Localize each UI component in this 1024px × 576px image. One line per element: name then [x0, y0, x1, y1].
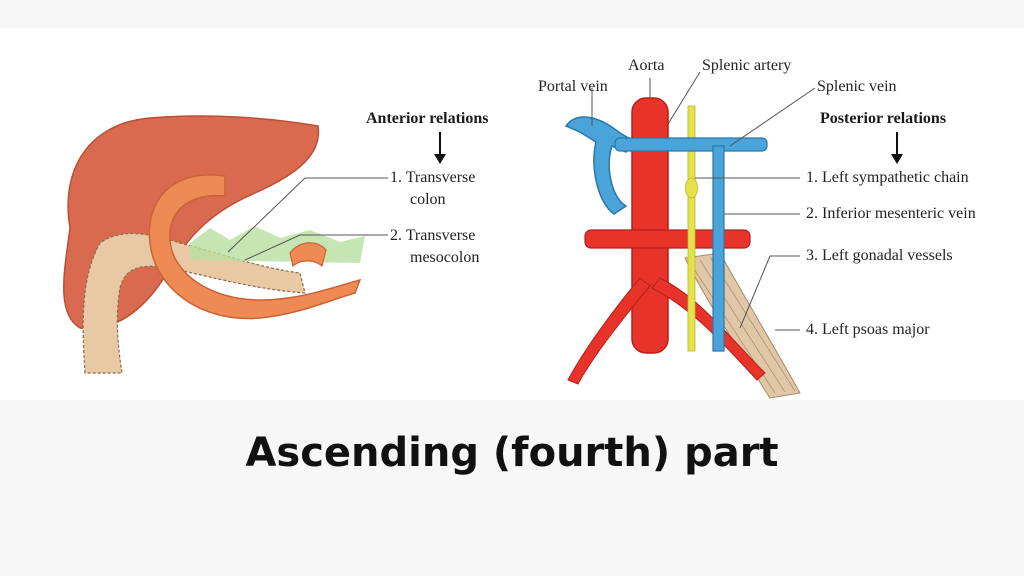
- inferior-mesenteric-vein-shape: [712, 145, 725, 352]
- anterior-item-2: 2. Transverse mesocolon: [390, 227, 480, 266]
- colon-end: [289, 242, 327, 268]
- aorta-label: Aorta: [628, 57, 665, 74]
- duodenum-shape: [82, 233, 306, 374]
- anterior-item-1: 1. Transverse colon: [390, 169, 476, 208]
- aorta-shape: [631, 97, 669, 354]
- left-iliac-shape: [567, 277, 651, 385]
- mesocolon-shape: [190, 226, 365, 263]
- slide-caption: Ascending (fourth) part: [245, 430, 779, 476]
- transverse-colon-shape: [148, 174, 362, 320]
- posterior-arrow-head: [891, 154, 903, 164]
- anterior-arrow-head: [434, 154, 446, 164]
- posterior-item-3: 3. Left gonadal vessels: [806, 247, 953, 264]
- splenic-artery-label: Splenic artery: [702, 57, 792, 74]
- anatomy-diagram: [63, 71, 903, 399]
- splenic-vein-shape: [614, 137, 768, 152]
- posterior-item-2: 2. Inferior mesenteric vein: [806, 205, 976, 222]
- anterior-relations-header: Anterior relations: [366, 110, 489, 127]
- sympathetic-chain-shape: [687, 105, 696, 352]
- posterior-item-1: 1. Left sympathetic chain: [806, 169, 969, 186]
- portal-vein-shape: [564, 116, 633, 215]
- portal-vein-label: Portal vein: [538, 78, 608, 95]
- diagram-panel: Anterior relations 1. Transverse colon 2…: [0, 28, 1024, 400]
- renal-artery-shape: [584, 229, 751, 249]
- splenic-vein-label: Splenic vein: [817, 78, 897, 95]
- right-iliac-shape: [651, 277, 766, 381]
- posterior-relations-header: Posterior relations: [820, 110, 947, 127]
- liver-shape: [63, 115, 320, 330]
- posterior-item-4: 4. Left psoas major: [806, 321, 930, 338]
